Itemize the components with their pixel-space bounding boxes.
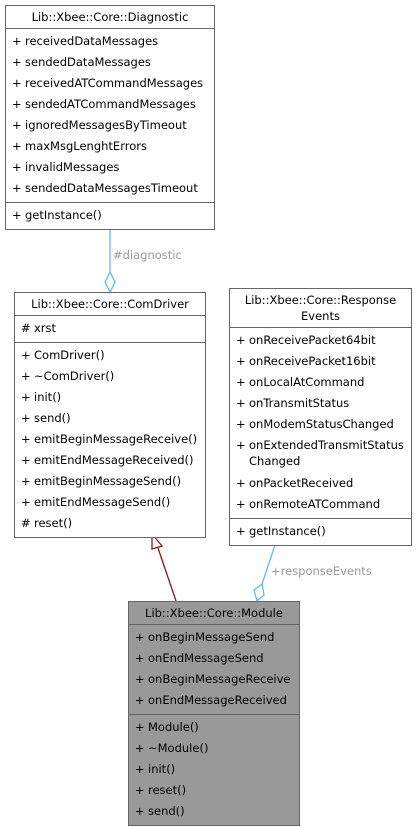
- module-op: +send(): [135, 804, 185, 818]
- module-attr: +onBeginMessageReceive: [135, 672, 291, 686]
- inheritance-line: [157, 547, 177, 602]
- comdriver-attr: #xrst: [21, 321, 57, 335]
- comdriver-op: +ComDriver(): [21, 348, 105, 362]
- response-aggregation-diamond: [253, 582, 265, 603]
- response-events-attr: +onReceivePacket64bit: [236, 333, 376, 347]
- module-op: +~Module(): [135, 741, 209, 755]
- comdriver-op: +emitBeginMessageSend(): [21, 474, 182, 488]
- response-events-attributes: +onReceivePacket64bit +onReceivePacket16…: [230, 328, 411, 518]
- module-attributes: +onBeginMessageSend +onEndMessageSend +o…: [129, 625, 299, 714]
- module-attr: +onEndMessageSend: [135, 651, 264, 665]
- diagnostic-attr: +sendedDataMessagesTimeout: [12, 181, 198, 195]
- module-attr: +onEndMessageReceived: [135, 693, 287, 707]
- comdriver-op: +emitEndMessageReceived(): [21, 453, 194, 467]
- comdriver-class[interactable]: Lib::Xbee::Core::ComDriver #xrst +ComDri…: [14, 292, 206, 538]
- diagnostic-op: +getInstance(): [12, 208, 102, 222]
- module-attr: +onBeginMessageSend: [135, 630, 275, 644]
- comdriver-operations: +ComDriver() +~ComDriver() +init() +send…: [15, 342, 205, 537]
- module-class[interactable]: Lib::Xbee::Core::Module +onBeginMessageS…: [128, 601, 300, 826]
- module-op: +reset(): [135, 783, 187, 797]
- response-events-op: +getInstance(): [236, 524, 326, 538]
- comdriver-op: +emitBeginMessageReceive(): [21, 432, 198, 446]
- diagnostic-aggregation-diamond: [104, 270, 116, 294]
- diagnostic-operations: +getInstance(): [6, 202, 214, 229]
- diagnostic-class[interactable]: Lib::Xbee::Core::Diagnostic +receivedDat…: [5, 5, 215, 230]
- response-events-edge-label: +responseEvents: [271, 564, 372, 578]
- comdriver-op: +init(): [21, 390, 62, 404]
- diagnostic-attr: +sendedDataMessages: [12, 55, 151, 69]
- response-events-operations: +getInstance(): [230, 518, 411, 545]
- response-events-attr: +onPacketReceived: [236, 476, 354, 490]
- response-events-attr: +onLocalAtCommand: [236, 375, 365, 389]
- module-op: +init(): [135, 762, 176, 776]
- comdriver-op: #reset(): [21, 516, 73, 530]
- diagnostic-attr: +ignoredMessagesByTimeout: [12, 118, 187, 132]
- diagnostic-attr: +sendedATCommandMessages: [12, 97, 196, 111]
- diagnostic-attr: +receivedATCommandMessages: [12, 76, 204, 90]
- diagnostic-edge-label: #diagnostic: [113, 248, 182, 262]
- diagnostic-attr: +receivedDataMessages: [12, 34, 159, 48]
- comdriver-op: +send(): [21, 411, 71, 425]
- response-events-attr: +onModemStatusChanged: [236, 417, 394, 431]
- module-op: +Module(): [135, 720, 199, 734]
- response-events-attr: +onTransmitStatus: [236, 396, 350, 410]
- diagnostic-class-title: Lib::Xbee::Core::Diagnostic: [6, 6, 214, 29]
- response-events-class-title: Lib::Xbee::Core::Response Events: [230, 289, 411, 328]
- diagnostic-attr: +invalidMessages: [12, 160, 120, 174]
- diagnostic-attributes: +receivedDataMessages +sendedDataMessage…: [6, 29, 214, 202]
- comdriver-class-title: Lib::Xbee::Core::ComDriver: [15, 293, 205, 316]
- response-aggregation-line: [261, 538, 278, 585]
- response-events-attr: +onExtendedTransmitStatus Changed: [236, 438, 404, 468]
- comdriver-attributes: #xrst: [15, 316, 205, 342]
- response-events-attr: +onRemoteATCommand: [236, 497, 381, 511]
- module-class-title: Lib::Xbee::Core::Module: [129, 602, 299, 625]
- module-operations: +Module() +~Module() +init() +reset() +s…: [129, 714, 299, 825]
- comdriver-op: +emitEndMessageSend(): [21, 495, 171, 509]
- response-events-attr: +onReceivePacket16bit: [236, 354, 376, 368]
- diagnostic-attr: +maxMsgLenghtErrors: [12, 139, 147, 153]
- response-events-class[interactable]: Lib::Xbee::Core::Response Events +onRece…: [229, 288, 412, 546]
- comdriver-op: +~ComDriver(): [21, 369, 115, 383]
